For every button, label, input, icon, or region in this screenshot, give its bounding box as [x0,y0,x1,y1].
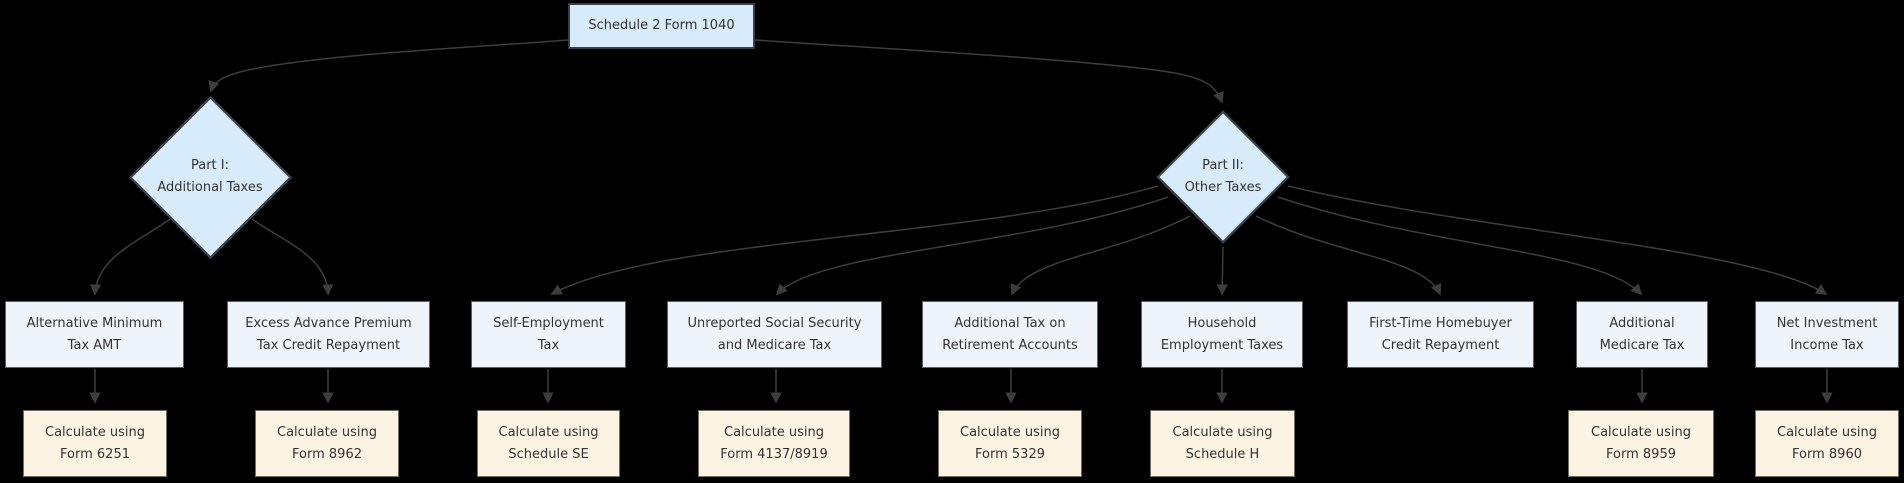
calc-form-8960: Calculate using Form 8960 [1755,410,1899,477]
node-label: First-Time Homebuyer [1369,315,1512,331]
node-label: Form 5329 [975,446,1045,462]
node-excess-advance-premium: Excess Advance Premium Tax Credit Repaym… [227,301,430,368]
node-label: and Medicare Tax [717,337,832,353]
calc-schedule-se: Calculate using Schedule SE [477,410,620,477]
calc-form-4137-8919: Calculate using Form 4137/8919 [698,410,850,477]
node-unreported-social-security: Unreported Social Security and Medicare … [667,301,882,368]
node-label: Self-Employment [493,315,604,331]
edge-part1-to-premium [251,218,334,296]
node-label: Calculate using [45,424,145,440]
edge-part2-to-household [1216,246,1228,296]
node-label: Form 8960 [1792,446,1862,462]
node-label: Schedule H [1185,446,1260,462]
node-label: Calculate using [724,424,824,440]
node-label: Calculate using [277,424,377,440]
node-label: Schedule 2 Form 1040 [588,18,735,33]
node-label: Form 8959 [1606,446,1676,462]
node-label: Schedule SE [508,446,589,462]
node-additional-tax-retirement: Additional Tax on Retirement Accounts [922,301,1098,368]
node-label: Tax Credit Repayment [256,337,401,353]
node-label: Household [1187,315,1257,331]
edge-part2-to-medicare [1277,196,1643,296]
node-household-employment-taxes: Household Employment Taxes [1141,301,1303,368]
node-label: Calculate using [1777,424,1877,440]
node-label: Income Tax [1790,337,1864,353]
edge-part2-to-homebuyer [1255,215,1442,296]
node-label: Calculate using [960,424,1060,440]
edge-part2-to-retirement [1010,215,1191,296]
node-label: Medicare Tax [1599,337,1685,353]
edge-part2-to-net-investment [1287,185,1828,295]
node-label: Unreported Social Security [687,315,862,331]
node-label: Form 4137/8919 [720,446,828,462]
calc-form-5329: Calculate using Form 5329 [938,410,1082,477]
node-label: Calculate using [1172,424,1273,440]
node-self-employment-tax: Self-Employment Tax [471,301,626,368]
node-label: Employment Taxes [1160,337,1284,353]
node-label: Tax [537,337,560,353]
node-label: Additional [1609,315,1675,331]
node-first-time-homebuyer: First-Time Homebuyer Credit Repayment [1347,301,1534,368]
edge-part1-to-amt [89,218,171,296]
node-label: Retirement Accounts [942,337,1078,353]
edge-root-to-part2 [754,39,1224,104]
node-label: Form 6251 [60,446,130,462]
edge-part2-to-self-employment [550,185,1159,295]
calc-form-6251: Calculate using Form 6251 [23,410,167,477]
node-additional-medicare-tax: Additional Medicare Tax [1576,301,1708,368]
node-schedule-2-form-1040: Schedule 2 Form 1040 [568,3,755,49]
calc-form-8959: Calculate using Form 8959 [1568,410,1714,477]
node-label: Calculate using [498,424,599,440]
node-label: Alternative Minimum [26,315,163,331]
node-label: Excess Advance Premium [245,315,412,331]
node-net-investment-income-tax: Net Investment Income Tax [1755,301,1899,368]
node-label: Credit Repayment [1381,337,1500,353]
node-label: Calculate using [1591,424,1691,440]
node-alternative-minimum-tax: Alternative Minimum Tax AMT [5,301,184,368]
node-label: Additional Tax on [954,315,1066,331]
node-label: Net Investment [1776,315,1878,331]
calc-form-8962: Calculate using Form 8962 [255,410,399,477]
calc-schedule-h: Calculate using Schedule H [1150,410,1295,477]
edge-part2-to-unreported [775,196,1169,296]
edge-root-to-part1 [208,39,569,93]
node-label: Form 8962 [292,446,362,462]
node-label: Tax AMT [67,337,122,353]
